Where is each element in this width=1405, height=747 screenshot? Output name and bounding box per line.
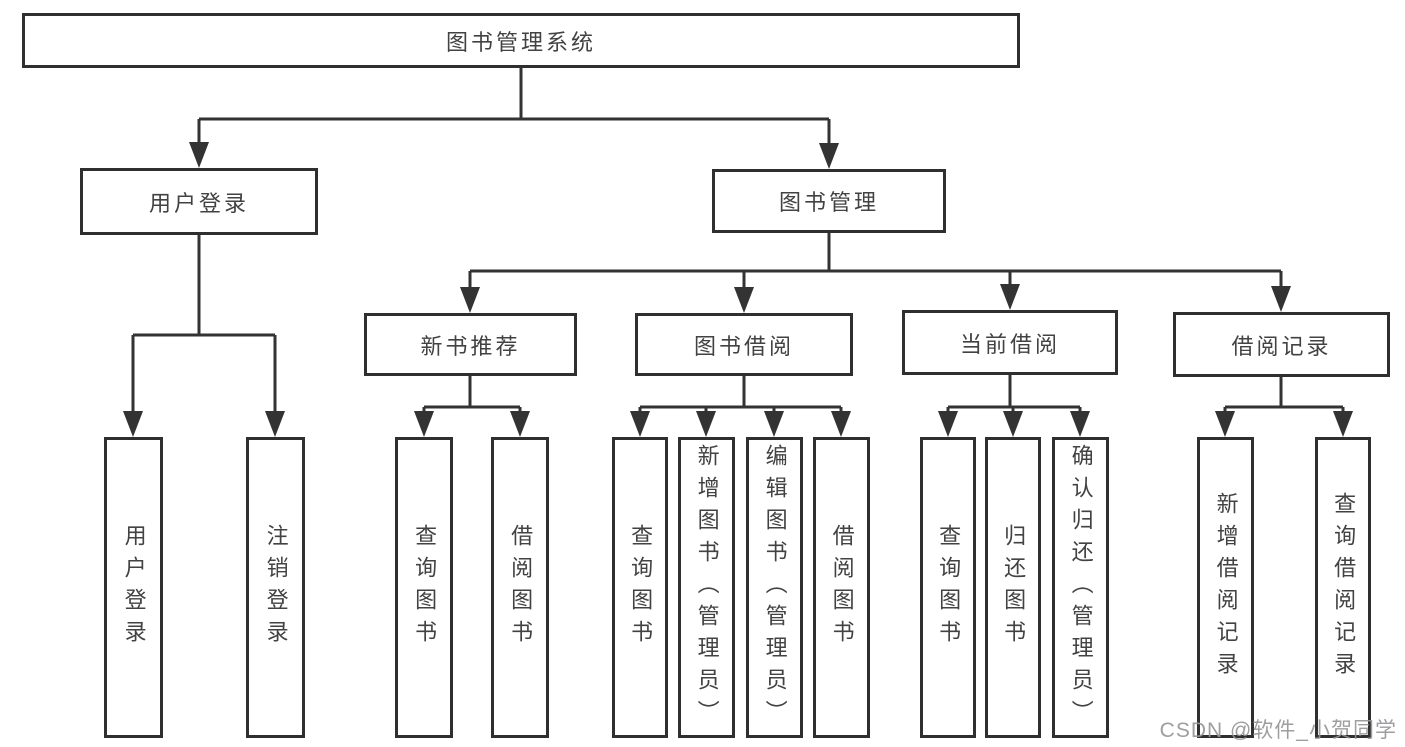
arrow-down-icon (1070, 411, 1090, 437)
leaf-rec-borrow-books-label: 借阅图书 (508, 523, 534, 652)
leaf-cb-confirm-return-label: 确认归还（管理员） (1068, 443, 1094, 732)
arrow-down-icon (831, 411, 851, 437)
arrow-down-icon (414, 411, 434, 437)
arrow-down-icon (510, 411, 530, 437)
arrow-down-icon (696, 411, 716, 437)
arrow-down-icon (764, 411, 784, 437)
leaf-cb-confirm-return: 确认归还（管理员） (1052, 437, 1109, 738)
node-new-book-recommend: 新书推荐 (364, 313, 577, 376)
arrow-down-icon (734, 287, 754, 313)
leaf-user-login: 用户登录 (104, 437, 163, 738)
node-book-management-label: 图书管理 (778, 190, 879, 215)
node-book-borrowing-label: 图书借阅 (693, 333, 794, 359)
arrow-down-icon (1333, 411, 1353, 437)
node-current-borrowing: 当前借阅 (902, 310, 1118, 375)
arrow-down-icon (819, 143, 839, 169)
leaf-rec-query-books-label: 查询图书 (412, 523, 438, 652)
leaf-bb-borrow-books: 借阅图书 (813, 437, 870, 738)
node-root: 图书管理系统 (22, 13, 1020, 68)
arrow-down-icon (123, 411, 143, 437)
leaf-br-query-record-label: 查询借阅记录 (1331, 491, 1357, 684)
leaf-logout-label: 注销登录 (263, 523, 289, 652)
node-root-label: 图书管理系统 (445, 29, 596, 55)
node-book-management: 图书管理 (712, 169, 946, 233)
leaf-cb-return-books: 归还图书 (985, 437, 1041, 738)
leaf-bb-add-books: 新增图书（管理员） (678, 437, 735, 738)
node-user-login: 用户登录 (80, 168, 318, 235)
leaf-bb-query-books-label: 查询图书 (628, 523, 654, 652)
arrow-heads (123, 142, 1353, 437)
arrow-down-icon (630, 411, 650, 437)
leaf-br-add-record: 新增借阅记录 (1197, 437, 1254, 738)
leaf-bb-edit-books-label: 编辑图书（管理员） (762, 443, 788, 732)
leaf-user-login-label: 用户登录 (121, 523, 147, 652)
leaf-bb-edit-books: 编辑图书（管理员） (746, 437, 803, 738)
arrow-down-icon (1215, 411, 1235, 437)
leaf-br-query-record: 查询借阅记录 (1315, 437, 1371, 738)
arrow-down-icon (1271, 286, 1291, 312)
leaf-bb-borrow-books-label: 借阅图书 (829, 523, 855, 652)
leaf-rec-query-books: 查询图书 (395, 437, 453, 738)
leaf-logout: 注销登录 (246, 437, 305, 738)
arrow-down-icon (1003, 411, 1023, 437)
node-current-borrowing-label: 当前借阅 (959, 331, 1060, 357)
node-user-login-label: 用户登录 (148, 190, 249, 216)
node-new-book-recommend-label: 新书推荐 (420, 333, 521, 359)
node-borrowing-records: 借阅记录 (1173, 312, 1390, 377)
csdn-watermark: CSDN @软件_小贺同学 (1159, 719, 1397, 742)
arrow-down-icon (938, 411, 958, 437)
leaf-rec-borrow-books: 借阅图书 (491, 437, 549, 738)
leaf-cb-query-books: 查询图书 (920, 437, 976, 738)
leaf-bb-query-books: 查询图书 (612, 437, 668, 738)
leaf-cb-query-books-label: 查询图书 (936, 523, 962, 652)
arrow-down-icon (265, 411, 285, 437)
leaf-br-add-record-label: 新增借阅记录 (1213, 491, 1239, 684)
arrow-down-icon (1000, 284, 1020, 310)
arrow-down-icon (189, 142, 209, 168)
arrow-down-icon (460, 287, 480, 313)
leaf-cb-return-books-label: 归还图书 (1001, 523, 1027, 652)
leaf-bb-add-books-label: 新增图书（管理员） (694, 443, 720, 732)
node-book-borrowing: 图书借阅 (635, 313, 853, 376)
node-borrowing-records-label: 借阅记录 (1231, 333, 1332, 359)
